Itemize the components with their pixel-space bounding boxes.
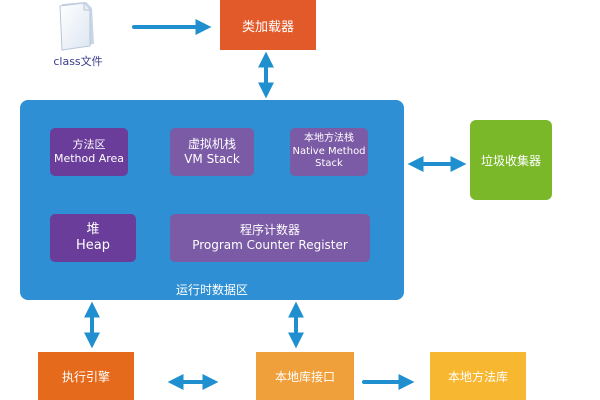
program-counter-en: Program Counter Register bbox=[192, 238, 348, 252]
runtime-data-area-label: 运行时数据区 bbox=[175, 283, 248, 297]
method-area-en: Method Area bbox=[53, 152, 125, 165]
document-icon bbox=[52, 0, 100, 54]
native-library-label: 本地方法库 bbox=[447, 369, 508, 384]
program-counter-zh: 程序计数器 bbox=[239, 223, 300, 237]
class-loader-box: 类加载器 bbox=[220, 0, 316, 50]
heap-box: 堆 Heap bbox=[50, 214, 136, 262]
native-method-stack-en: Native Method Stack bbox=[292, 145, 366, 170]
heap-en: Heap bbox=[76, 238, 110, 253]
garbage-collector-box: 垃圾收集器 bbox=[470, 120, 552, 200]
vm-stack-en: VM Stack bbox=[184, 152, 240, 166]
native-method-stack-box: 本地方法栈 Native Method Stack bbox=[290, 128, 368, 176]
program-counter-register-box: 程序计数器 Program Counter Register bbox=[170, 214, 370, 262]
class-file-label: class文件 bbox=[53, 55, 103, 68]
heap-zh: 堆 bbox=[86, 221, 100, 237]
garbage-collector-label: 垃圾收集器 bbox=[480, 153, 541, 168]
native-interface-label: 本地库接口 bbox=[274, 369, 335, 384]
vm-stack-zh: 虚拟机栈 bbox=[187, 137, 236, 151]
vm-stack-box: 虚拟机栈 VM Stack bbox=[170, 128, 254, 176]
class-loader-label: 类加载器 bbox=[241, 19, 294, 35]
execution-engine-box: 执行引擎 bbox=[38, 352, 134, 400]
execution-engine-label: 执行引擎 bbox=[61, 369, 110, 384]
method-area-zh: 方法区 bbox=[72, 138, 106, 152]
native-method-stack-zh: 本地方法栈 bbox=[304, 133, 354, 145]
native-library-box: 本地方法库 bbox=[430, 352, 526, 400]
method-area-box: 方法区 Method Area bbox=[50, 128, 128, 176]
native-interface-box: 本地库接口 bbox=[256, 352, 354, 400]
